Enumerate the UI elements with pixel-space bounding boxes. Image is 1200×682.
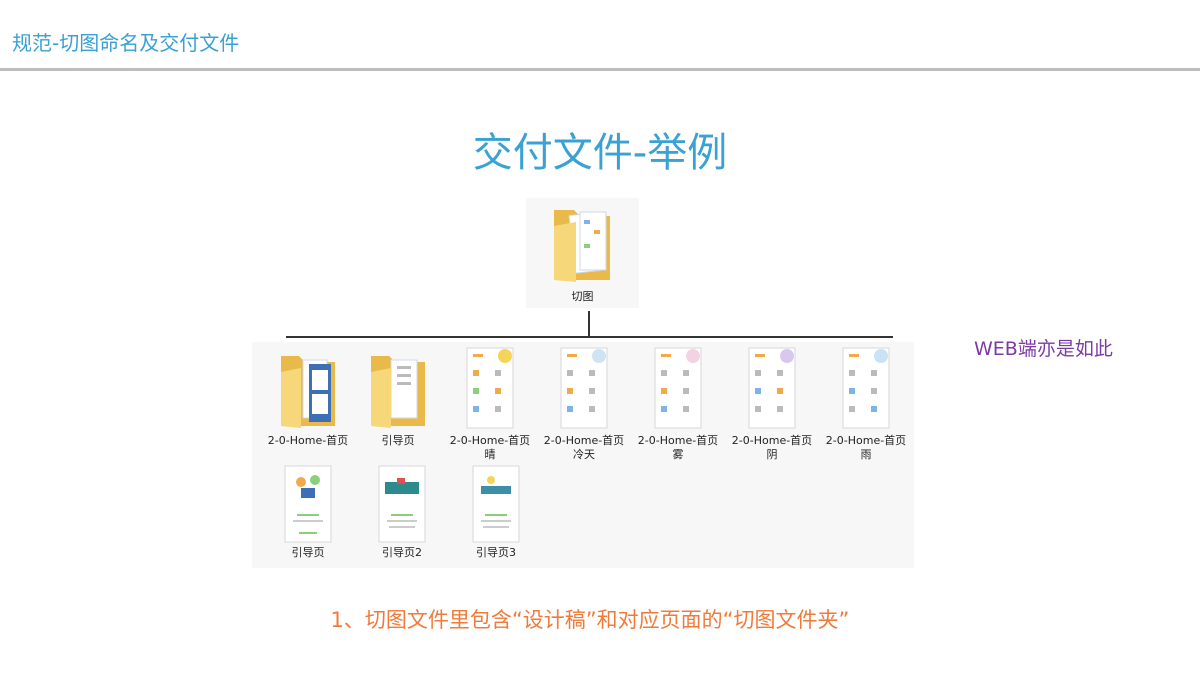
file-name: 2-0-Home-首页 xyxy=(543,434,625,447)
image-file-item[interactable]: 引导页2 xyxy=(355,464,449,560)
file-label: 2-0-Home-首页 雾 xyxy=(631,434,725,462)
image-file-item[interactable]: 引导页3 xyxy=(449,464,543,560)
folder-item[interactable]: 引导页 xyxy=(351,346,445,448)
guide-page-thumbnail-icon xyxy=(284,465,332,543)
file-label: 引导页2 xyxy=(355,546,449,560)
tree-connector-horizontal xyxy=(286,336,893,338)
file-name: 引导页 xyxy=(291,546,325,559)
image-file-item[interactable]: 2-0-Home-首页 雾 xyxy=(631,346,725,462)
guide-page-thumbnail-icon xyxy=(472,465,520,543)
file-name-line2: 晴 xyxy=(484,448,496,461)
screen-thumbnail-icon xyxy=(654,347,702,429)
file-label: 2-0-Home-首页 冷天 xyxy=(537,434,631,462)
screen-thumbnail-icon xyxy=(466,347,514,429)
file-name-line2: 冷天 xyxy=(573,448,595,461)
file-label: 引导页3 xyxy=(449,546,543,560)
file-label: 引导页 xyxy=(351,434,445,448)
file-label: 2-0-Home-首页 晴 xyxy=(443,434,537,462)
guide-page-thumbnail-icon xyxy=(378,465,426,543)
root-folder[interactable]: 切图 xyxy=(526,198,639,308)
image-file-item[interactable]: 2-0-Home-首页 阴 xyxy=(725,346,819,462)
side-note: WEB端亦是如此 xyxy=(974,338,1113,360)
image-file-item[interactable]: 2-0-Home-首页 晴 xyxy=(443,346,537,462)
file-name: 2-0-Home-首页 xyxy=(731,434,813,447)
image-file-item[interactable]: 引导页 xyxy=(261,464,355,560)
folder-icon xyxy=(550,200,616,290)
folder-icon xyxy=(281,356,335,428)
file-name: 2-0-Home-首页 xyxy=(637,434,719,447)
screen-thumbnail-icon xyxy=(748,347,796,429)
file-label: 引导页 xyxy=(261,546,355,560)
file-name: 2-0-Home-首页 xyxy=(449,434,531,447)
file-name: 2-0-Home-首页 xyxy=(267,434,349,447)
header: 规范-切图命名及交付文件 xyxy=(0,0,1200,71)
header-divider xyxy=(0,68,1200,71)
file-name-line2: 雨 xyxy=(860,448,872,461)
folder-icon xyxy=(371,356,425,428)
file-explorer-view: 2-0-Home-首页 引导页 2-0-Home-首页 xyxy=(252,342,914,568)
tree-connector-vertical xyxy=(588,311,590,337)
footnote: 1、切图文件里包含“设计稿”和对应页面的“切图文件夹” xyxy=(330,608,850,632)
screen-thumbnail-icon xyxy=(560,347,608,429)
screen-thumbnail-icon xyxy=(842,347,890,429)
image-file-item[interactable]: 2-0-Home-首页 雨 xyxy=(819,346,913,462)
file-label: 2-0-Home-首页 阴 xyxy=(725,434,819,462)
file-name: 引导页3 xyxy=(476,546,516,559)
file-label: 2-0-Home-首页 xyxy=(261,434,355,448)
file-name: 2-0-Home-首页 xyxy=(825,434,907,447)
root-folder-label: 切图 xyxy=(571,290,594,303)
file-label: 2-0-Home-首页 雨 xyxy=(819,434,913,462)
file-name: 引导页 xyxy=(381,434,415,447)
file-name: 引导页2 xyxy=(382,546,422,559)
page-title: 交付文件-举例 xyxy=(472,130,728,176)
folder-item[interactable]: 2-0-Home-首页 xyxy=(261,346,355,448)
image-file-item[interactable]: 2-0-Home-首页 冷天 xyxy=(537,346,631,462)
file-name-line2: 阴 xyxy=(766,448,778,461)
file-name-line2: 雾 xyxy=(672,448,684,461)
header-title: 规范-切图命名及交付文件 xyxy=(12,31,240,55)
